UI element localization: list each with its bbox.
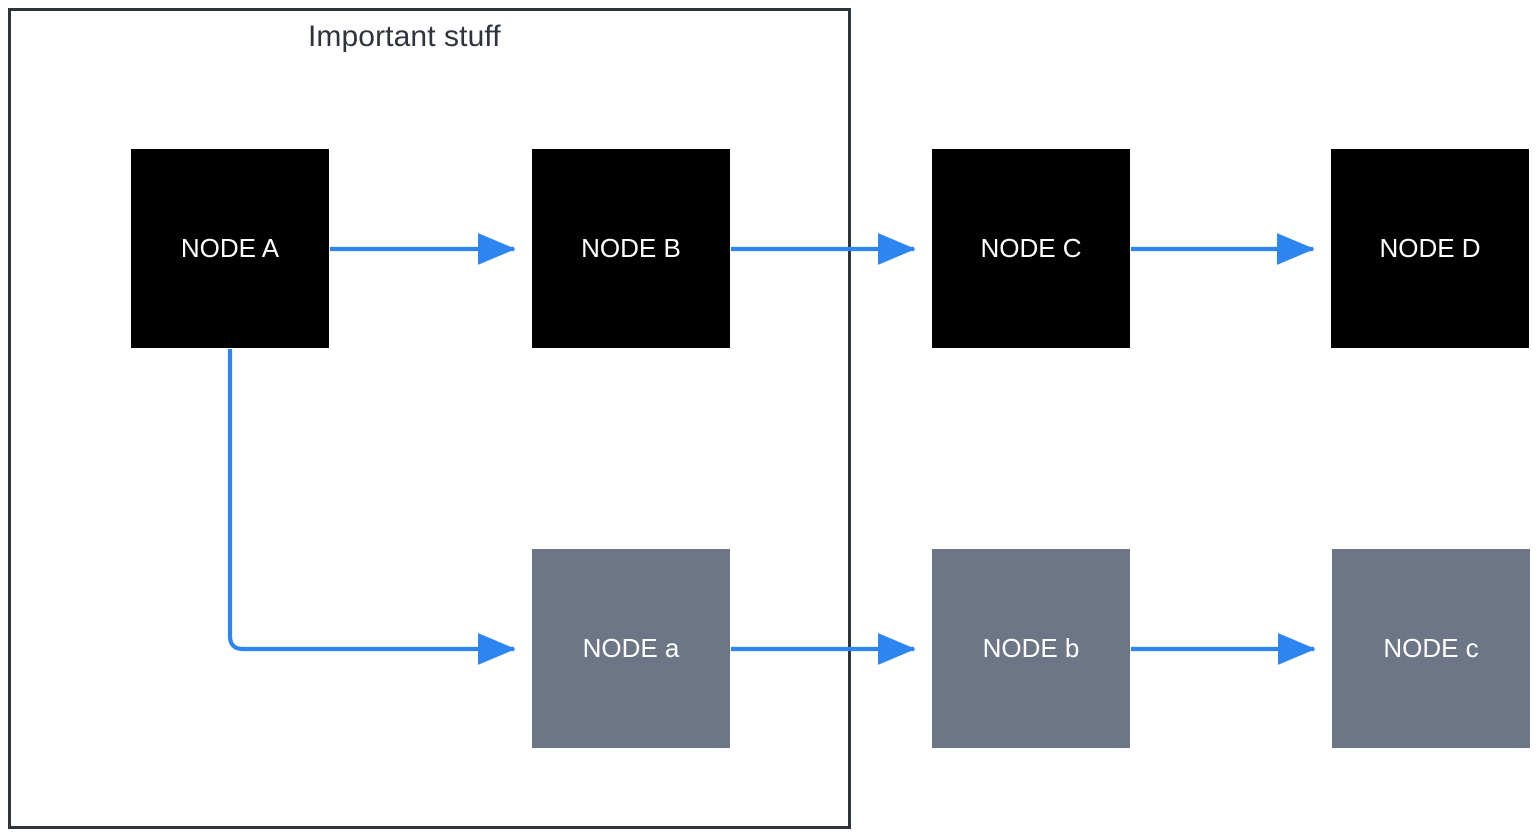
node-label: NODE A [180, 233, 280, 263]
cluster-title: Important stuff [308, 20, 501, 53]
node-node-c[interactable]: NODE C [932, 149, 1130, 348]
node-label: NODE B [581, 233, 681, 263]
node-label: NODE D [1379, 233, 1481, 263]
node-node-lower-b[interactable]: NODE b [932, 549, 1130, 748]
node-label: NODE b [982, 633, 1080, 663]
node-node-a[interactable]: NODE A [131, 149, 329, 348]
node-label: NODE c [1383, 633, 1479, 663]
cluster-important-stuff[interactable] [8, 8, 851, 829]
node-node-b[interactable]: NODE B [532, 149, 730, 348]
node-node-d[interactable]: NODE D [1331, 149, 1529, 348]
node-node-lower-c[interactable]: NODE c [1332, 549, 1530, 748]
node-label: NODE C [980, 233, 1082, 263]
node-node-lower-a[interactable]: NODE a [532, 549, 730, 748]
node-label: NODE a [582, 633, 680, 663]
